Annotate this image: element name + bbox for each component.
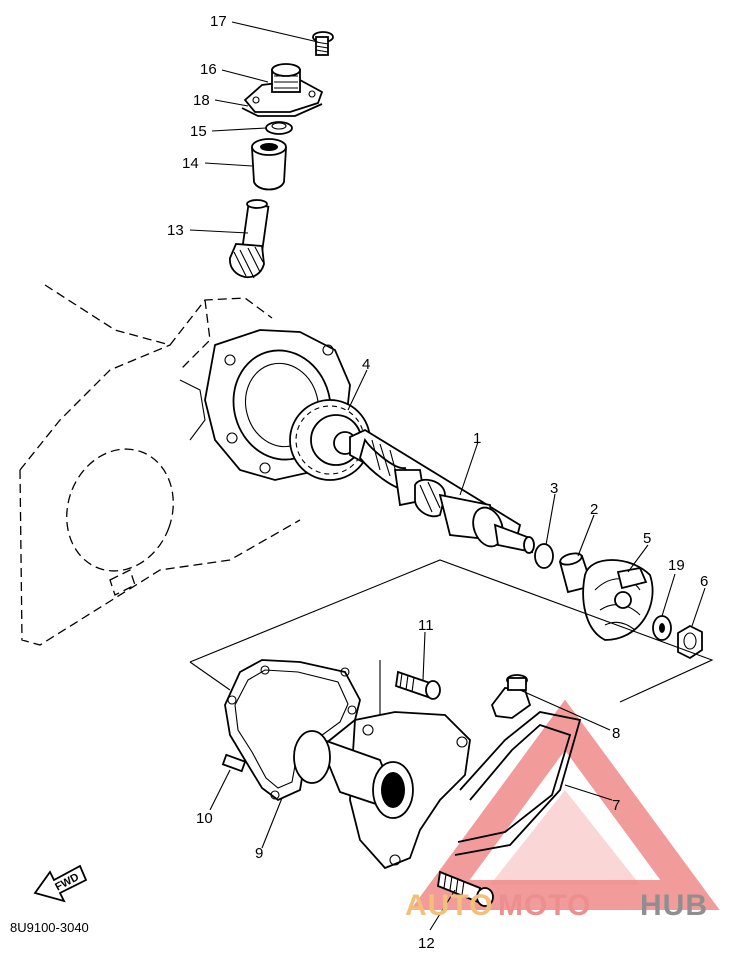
callout-10: 10 bbox=[196, 810, 213, 827]
callout-4: 4 bbox=[362, 356, 370, 373]
part-3-circlip bbox=[534, 543, 554, 569]
part-10-dowel-pin bbox=[221, 753, 247, 773]
callout-6: 6 bbox=[700, 573, 708, 590]
watermark-logo bbox=[410, 699, 720, 910]
part-6-nut bbox=[677, 624, 703, 660]
callout-17: 17 bbox=[210, 13, 227, 30]
callout-12: 12 bbox=[418, 935, 435, 952]
callout-14: 14 bbox=[182, 155, 199, 172]
watermark-auto: AUTO bbox=[405, 889, 493, 922]
part-15-oil-seal bbox=[265, 121, 293, 135]
part-11-bolt bbox=[395, 670, 441, 700]
crankcase-outline bbox=[19, 284, 301, 646]
part-13-driven-gear-shaft bbox=[229, 199, 270, 279]
callout-7: 7 bbox=[612, 797, 620, 814]
watermark-moto: MOTO bbox=[498, 889, 591, 922]
part-16-drive-housing bbox=[243, 63, 324, 113]
part-19-washer bbox=[652, 615, 672, 641]
part-14-bushing bbox=[251, 138, 287, 191]
callout-3: 3 bbox=[550, 480, 558, 497]
part-code: 8U9100-3040 bbox=[10, 920, 89, 935]
callout-15: 15 bbox=[190, 123, 207, 140]
part-1-impeller-shaft bbox=[349, 428, 535, 554]
callout-19: 19 bbox=[668, 557, 685, 574]
callout-labels: 1 2 3 4 5 6 7 8 9 10 11 12 13 14 15 16 1… bbox=[167, 13, 708, 952]
front-direction-arrow: FWD bbox=[33, 864, 88, 903]
callout-1: 1 bbox=[473, 430, 481, 447]
part-12-bolt bbox=[437, 870, 494, 907]
watermark-hub: HUB bbox=[640, 889, 708, 922]
part-18-gasket bbox=[241, 103, 323, 117]
callout-11: 11 bbox=[418, 617, 434, 634]
watermark-text: AUTO MOTO HUB bbox=[405, 889, 708, 922]
part-8-hose-fitting bbox=[490, 674, 532, 719]
part-5-impeller bbox=[582, 559, 654, 641]
pump-cover bbox=[293, 711, 471, 870]
part-7-hose bbox=[454, 711, 582, 856]
callout-13: 13 bbox=[167, 222, 184, 239]
callout-2: 2 bbox=[590, 501, 598, 518]
part-17-screw bbox=[312, 31, 334, 56]
leader-lines bbox=[189, 21, 706, 931]
callout-18: 18 bbox=[193, 92, 210, 109]
callout-8: 8 bbox=[612, 725, 620, 742]
callout-16: 16 bbox=[200, 61, 217, 78]
callout-5: 5 bbox=[643, 530, 651, 547]
callout-9: 9 bbox=[255, 845, 263, 862]
